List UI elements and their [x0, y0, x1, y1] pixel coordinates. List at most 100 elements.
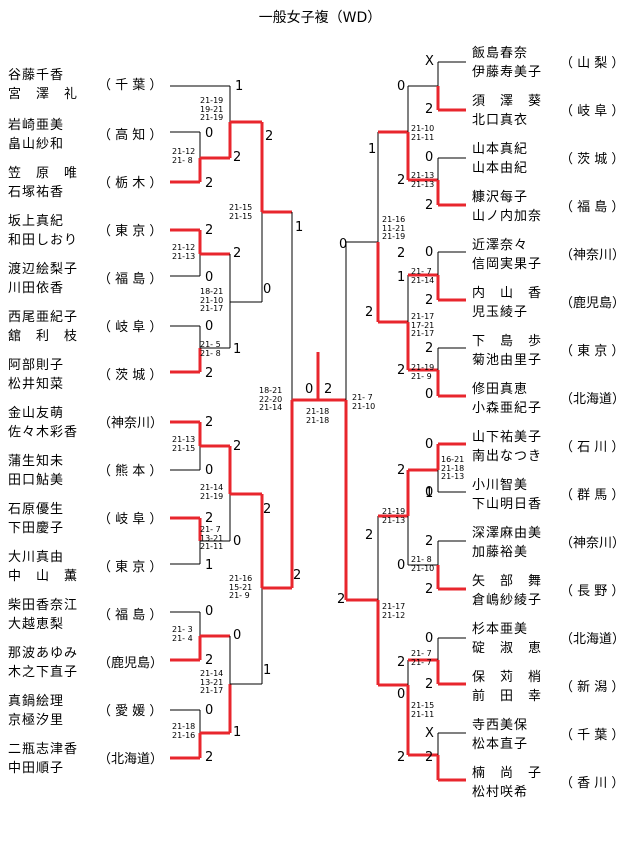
round-result: 0 — [205, 126, 214, 141]
team-prefecture: （北海道） — [98, 752, 164, 767]
game-score: 21-13 — [382, 515, 406, 525]
team-player-2: 信岡実果子 — [472, 257, 543, 272]
round-result: 0 — [263, 282, 272, 297]
round-result: 2 — [365, 528, 374, 543]
team-prefecture: （ 千 葉 ） — [98, 78, 163, 93]
round-result: 0 — [205, 703, 214, 718]
team-player-2: 倉嶋紗綾子 — [472, 593, 543, 608]
team-player-2: 田口鮎美 — [8, 473, 65, 488]
bracket-title: 一般女子複（WD） — [258, 10, 382, 26]
team-player-1: 二瓶志津香 — [8, 742, 79, 757]
team-player-1: 那波あゆみ — [8, 646, 79, 661]
team-player-2: 川田依香 — [8, 281, 65, 296]
game-score: 21-13 — [172, 251, 196, 261]
team-prefecture: （ 福 島 ） — [98, 272, 163, 287]
team-prefecture: （ 愛 媛 ） — [98, 704, 163, 719]
game-score: 22-20 — [259, 394, 283, 404]
team-player-1: 柴田香奈江 — [8, 598, 79, 613]
game-score: 21- 8 — [200, 348, 221, 358]
team-player-2: 松村咲希 — [472, 785, 529, 800]
game-score: 21-13 — [172, 435, 196, 444]
team-player-1: 石原優生 — [8, 502, 65, 517]
team-player-2: 児玉綾子 — [472, 305, 529, 320]
game-score: 21-17 — [411, 329, 435, 338]
game-score: 21-10 — [352, 401, 376, 411]
round-result: 1 — [263, 663, 272, 678]
round-result: 2 — [233, 150, 242, 165]
game-score: 21-19 — [200, 113, 224, 122]
team-player-2: 佐々木彩香 — [8, 425, 79, 440]
team-player-1: 楠 尚 子 — [472, 766, 543, 781]
round-result: 1 — [425, 486, 434, 501]
game-score: 21- 8 — [172, 155, 193, 165]
round-result: 2 — [324, 382, 333, 397]
team-prefecture: （ 長 野 ） — [560, 584, 625, 599]
team-player-1: 糠沢每子 — [472, 190, 529, 205]
game-score: 21-19 — [200, 491, 224, 501]
game-score: 21- 9 — [411, 371, 432, 381]
team-player-1: 修田真恵 — [472, 382, 529, 397]
game-score: 21-10 — [411, 124, 435, 133]
game-score: 21-19 — [382, 507, 406, 516]
team-player-1: 矢 部 舞 — [472, 574, 543, 589]
team-prefecture: （ 群 馬 ） — [560, 488, 625, 503]
game-score: 21- 7 — [352, 393, 373, 402]
team-player-2: 加藤裕美 — [472, 545, 529, 560]
team-player-1: 阿部則子 — [8, 358, 65, 373]
team-player-2: 南出なつき — [472, 449, 543, 464]
round-result: 2 — [337, 592, 346, 607]
team-player-2: 下田慶子 — [8, 521, 65, 536]
team-prefecture: （神奈川） — [560, 536, 626, 551]
game-score: 21-13 — [441, 472, 465, 481]
team-player-1: 岩崎亜美 — [8, 118, 65, 133]
game-score: 21-18 — [306, 415, 330, 425]
game-score: 21-10 — [200, 295, 224, 305]
team-player-2: 山ノ内加奈 — [472, 209, 543, 224]
team-prefecture: （北海道） — [560, 632, 626, 647]
game-score: 21-14 — [259, 403, 283, 412]
round-result: 2 — [425, 293, 434, 308]
game-score: 16-21 — [441, 455, 465, 464]
team-player-2: 松井知菜 — [8, 377, 65, 392]
round-result: 0 — [205, 463, 214, 478]
round-result: 0 — [425, 387, 434, 402]
round-result: 2 — [365, 305, 374, 320]
game-score: 21- 7 — [411, 267, 432, 276]
round-result: 2 — [397, 363, 406, 378]
team-player-1: 山下祐美子 — [472, 430, 543, 445]
team-player-2: 和田しおり — [8, 233, 79, 248]
game-score: 21- 7 — [200, 525, 221, 534]
team-player-2: 大越恵梨 — [8, 617, 65, 632]
game-score: 21-19 — [382, 232, 406, 241]
team-prefecture: （ 千 葉 ） — [560, 728, 625, 743]
game-score: 21-14 — [200, 669, 224, 678]
team-prefecture: （ 岐 阜 ） — [98, 320, 163, 335]
team-prefecture: （北海道） — [560, 392, 626, 407]
round-result: 0 — [397, 558, 406, 573]
game-score: 21- 8 — [411, 555, 432, 564]
round-result: 0 — [425, 485, 434, 500]
team-prefecture: （ 岐 阜 ） — [560, 104, 625, 119]
round-result: 2 — [425, 102, 434, 117]
game-score: 17-21 — [411, 320, 435, 330]
round-result: 2 — [425, 582, 434, 597]
team-player-1: 大川真由 — [8, 550, 65, 565]
round-result: 0 — [233, 534, 242, 549]
team-prefecture: （ 岐 阜 ） — [98, 512, 163, 527]
round-result: 0 — [425, 245, 434, 260]
